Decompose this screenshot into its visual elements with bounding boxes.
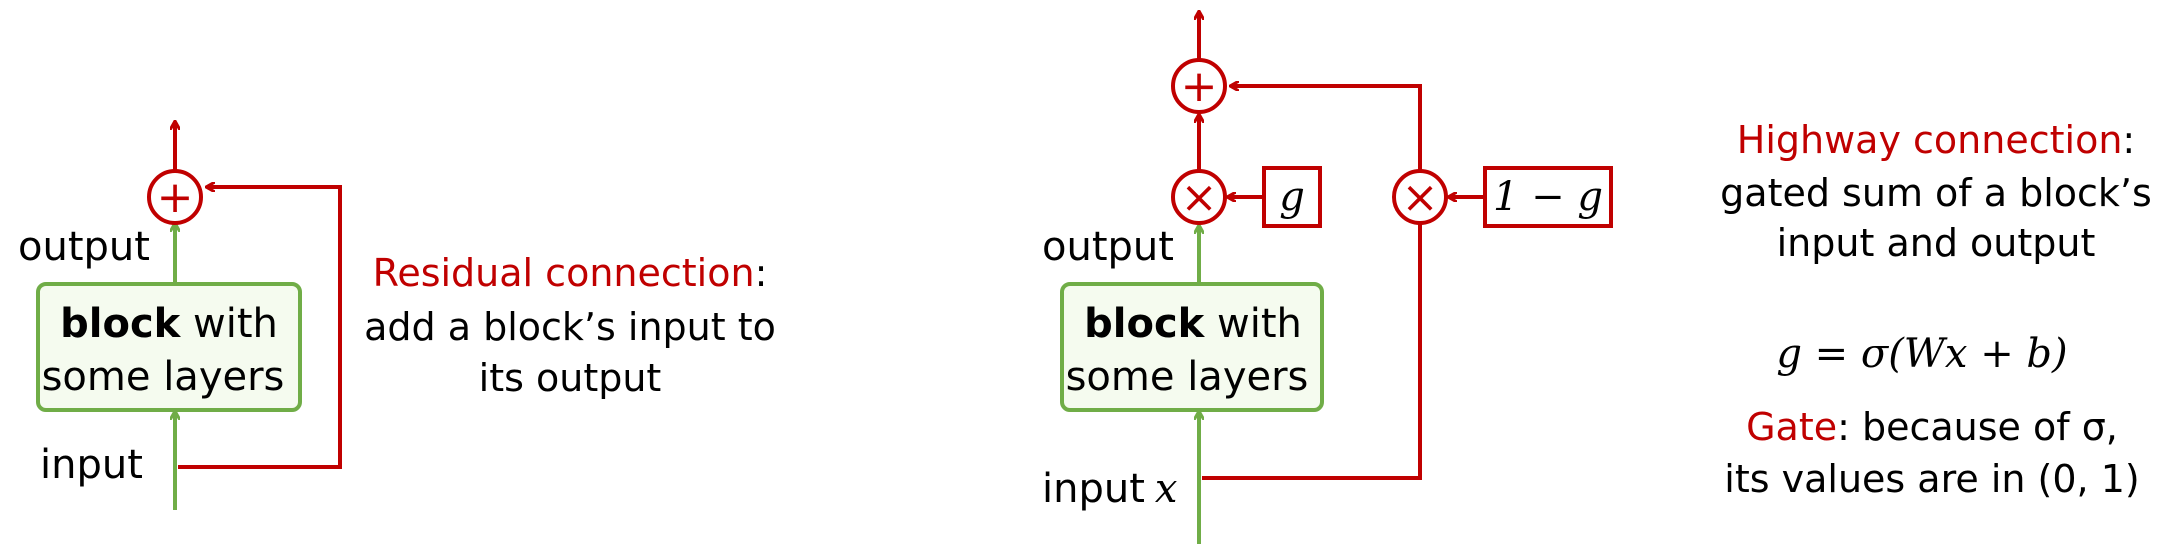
right-times-node-output <box>1171 169 1227 225</box>
left-block-bold: block <box>60 301 182 347</box>
right-times-icon-skip: × <box>1402 172 1439 223</box>
svg-text:block with: block with <box>60 301 278 347</box>
left-skip-connection <box>178 187 342 469</box>
residual-diagram: block with some layers + output input <box>18 122 342 510</box>
highway-diagram: block with some layers × g + × 1 − g out… <box>1042 12 1613 544</box>
residual-desc-line2: add a block’s input to <box>364 305 776 349</box>
right-block <box>1060 282 1324 412</box>
highway-title: Highway connection <box>1737 118 2123 162</box>
right-output-label: output <box>1042 224 1174 270</box>
right-block-rest: with <box>1204 301 1302 347</box>
left-output-label: output <box>18 224 150 270</box>
svg-text:Highway connection:: Highway connection: <box>1737 118 2135 162</box>
left-input-label: input <box>40 442 143 488</box>
residual-desc-line3: its output <box>479 356 662 400</box>
right-input-var: x <box>1155 466 1178 512</box>
left-plus-node <box>147 169 203 225</box>
right-skip-connection <box>1202 224 1422 480</box>
right-times-icon-output: × <box>1181 172 1218 223</box>
svg-text:Gate: because of σ,: Gate: because of σ, <box>1746 405 2118 449</box>
right-plus-node <box>1171 58 1227 114</box>
left-block-rest: with <box>180 301 278 347</box>
right-input-label: input <box>1042 466 1145 512</box>
gate-formula: g = σ(Wx + b) <box>1776 331 2067 377</box>
one-minus-gate-label: 1 − g <box>1493 174 1603 220</box>
highway-title-suffix: : <box>2122 118 2135 162</box>
one-minus-gate-box <box>1483 166 1613 228</box>
left-plus-icon: + <box>157 172 194 223</box>
right-times-node-skip <box>1392 169 1448 225</box>
left-block-line2: some layers <box>42 354 285 400</box>
highway-description: Highway connection: gated sum of a block… <box>1720 118 2152 501</box>
highway-desc-line2: gated sum of a block’s <box>1720 171 2152 215</box>
svg-text:Residual connection:: Residual connection: <box>373 251 768 295</box>
gate-title: Gate <box>1746 405 1837 449</box>
left-block <box>36 282 302 412</box>
right-block-line2: some layers <box>1066 354 1309 400</box>
gate-box <box>1262 166 1322 228</box>
residual-description: Residual connection: add a block’s input… <box>364 251 776 400</box>
right-skip-to-plus <box>1231 86 1422 170</box>
right-plus-icon: + <box>1181 61 1218 112</box>
gate-title-rest: : because of σ, <box>1837 405 2118 449</box>
highway-desc-line3: input and output <box>1777 221 2096 265</box>
svg-text:block with: block with <box>1084 301 1302 347</box>
residual-title: Residual connection <box>373 251 755 295</box>
residual-title-suffix: : <box>755 251 768 295</box>
right-block-bold: block <box>1084 301 1206 347</box>
gate-label: g <box>1279 174 1305 220</box>
gate-desc-line2: its values are in (0, 1) <box>1724 457 2139 501</box>
